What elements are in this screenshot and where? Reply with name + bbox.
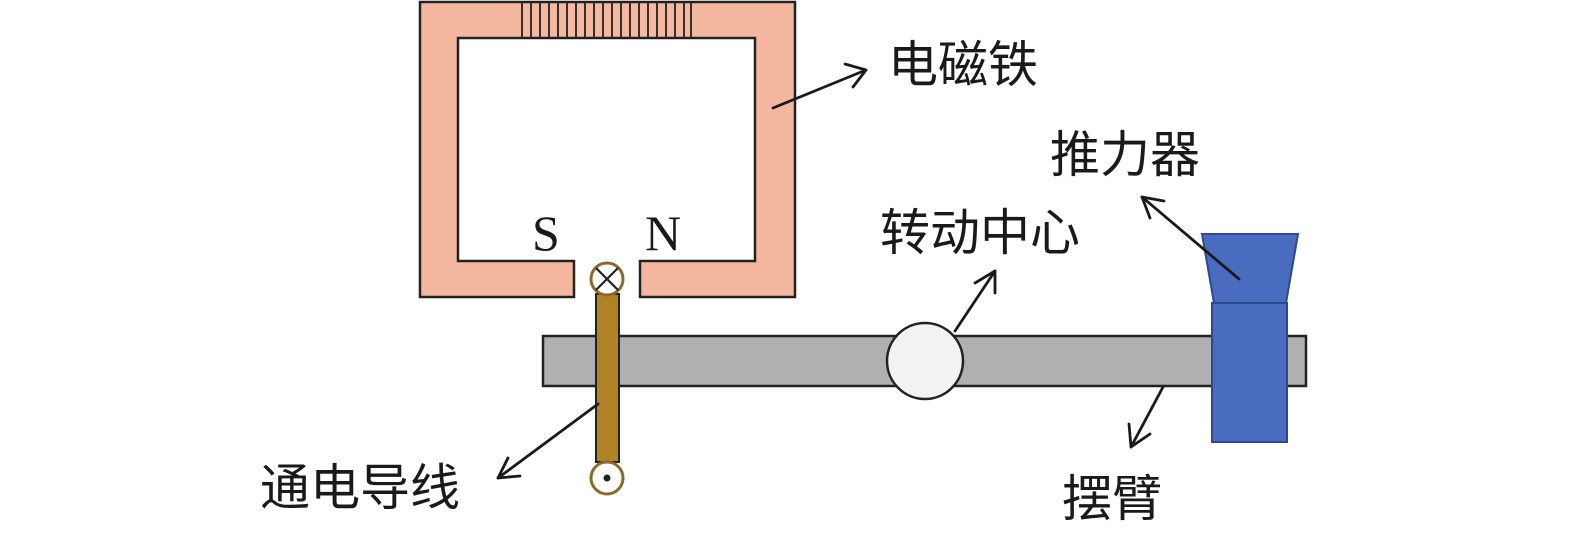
thruster-label: 推力器 (1050, 126, 1200, 184)
wire-arrow (496, 402, 600, 480)
cross-in-circle-icon (589, 261, 625, 297)
wire-label: 通电导线 (260, 459, 460, 517)
pole-n-label: N (645, 205, 681, 261)
thruster-arrow (1140, 195, 1241, 281)
pivot-label: 转动中心 (880, 204, 1080, 262)
thruster (1200, 233, 1300, 443)
pivot-circle (885, 321, 965, 401)
coil-windings (521, 2, 692, 38)
electromagnet-label: 电磁铁 (888, 36, 1038, 94)
current-wire (595, 293, 620, 463)
pole-s-label: S (532, 205, 560, 261)
arm-arrow (1127, 385, 1165, 449)
pivot-arrow (953, 269, 997, 333)
electromagnet-arrow (771, 62, 868, 110)
thruster-nozzle (1200, 233, 1300, 304)
dot-in-circle-icon (589, 460, 625, 496)
arm-label: 摆臂 (1062, 470, 1162, 528)
electromagnet-core (418, 0, 797, 299)
thruster-body (1211, 302, 1288, 443)
